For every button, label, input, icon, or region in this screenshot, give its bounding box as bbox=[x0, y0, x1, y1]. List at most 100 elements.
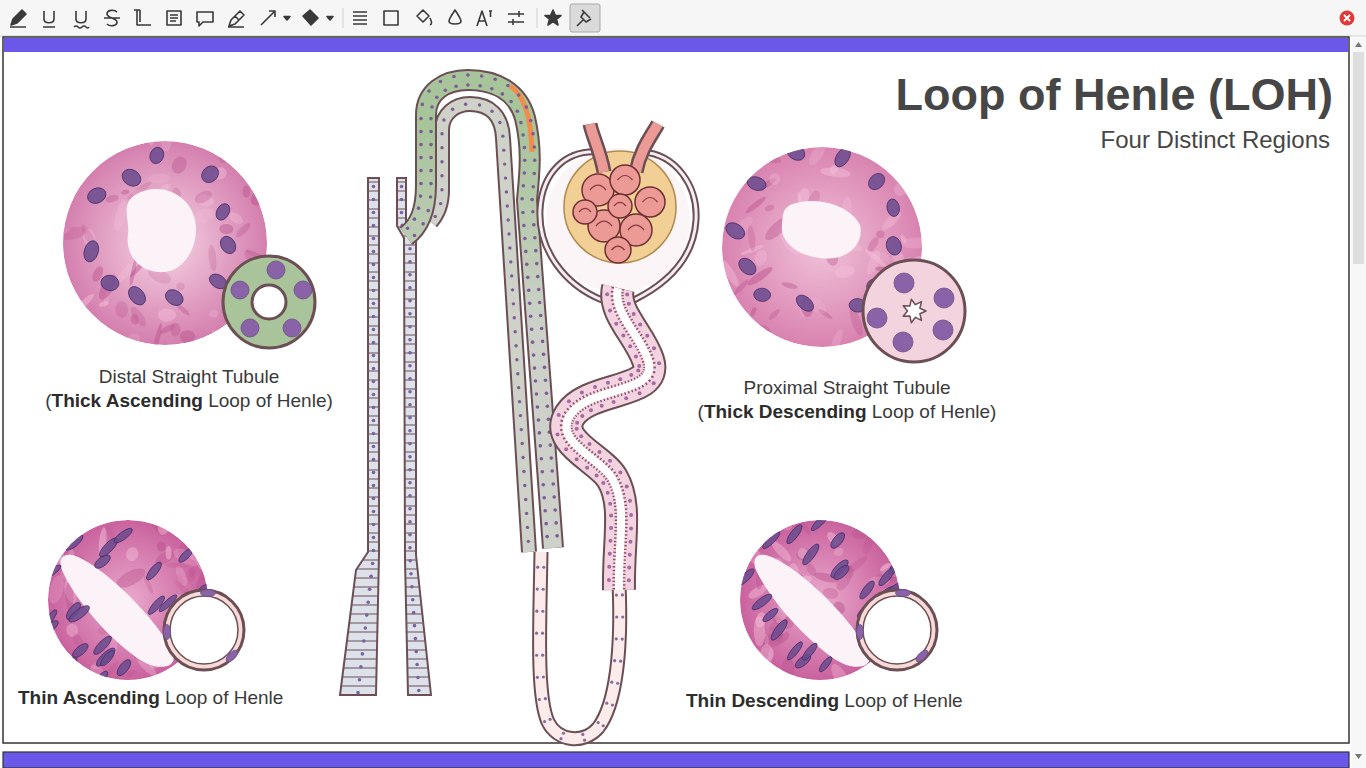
cell-nucleus bbox=[419, 130, 423, 134]
cell-nucleus bbox=[638, 391, 642, 395]
cell-nucleus bbox=[628, 540, 632, 544]
proximal-tubule bbox=[566, 288, 649, 590]
cell-nucleus bbox=[430, 105, 434, 109]
collecting-duct bbox=[330, 667, 440, 668]
cell-nucleus bbox=[761, 606, 780, 623]
cross-section-schematic bbox=[170, 596, 238, 664]
cell-nucleus bbox=[543, 720, 546, 723]
cell-nucleus bbox=[429, 156, 433, 160]
toolbar bbox=[0, 0, 1366, 36]
collecting-duct bbox=[330, 685, 440, 686]
cell-nucleus bbox=[756, 517, 773, 536]
cell-nucleus bbox=[440, 132, 443, 135]
toolbar-icon bbox=[353, 12, 367, 24]
collecting-duct bbox=[330, 469, 440, 470]
cell-nucleus bbox=[532, 185, 536, 189]
proximal-tubule bbox=[566, 288, 649, 590]
collecting-duct bbox=[330, 424, 440, 425]
collecting-duct bbox=[330, 667, 440, 668]
cell-nucleus bbox=[406, 226, 410, 230]
collecting-duct bbox=[330, 532, 440, 533]
cell-nucleus bbox=[536, 405, 540, 409]
collecting-duct bbox=[330, 523, 440, 524]
tissue-texture bbox=[781, 658, 795, 680]
cell-nucleus bbox=[177, 547, 195, 565]
collecting-duct bbox=[330, 298, 440, 299]
cell-nucleus bbox=[213, 201, 232, 222]
collecting-duct bbox=[330, 415, 440, 416]
cell-nucleus bbox=[100, 274, 120, 292]
cell-nucleus bbox=[832, 145, 854, 169]
cell-nucleus bbox=[98, 649, 116, 668]
cell-nucleus bbox=[267, 261, 285, 279]
cell-nucleus bbox=[865, 170, 888, 193]
cell-nucleus bbox=[621, 615, 624, 618]
tissue-texture bbox=[82, 159, 98, 175]
cell-nucleus bbox=[372, 497, 376, 501]
cell-nucleus bbox=[552, 495, 556, 499]
tissue-texture bbox=[193, 188, 214, 206]
cell-nucleus bbox=[372, 445, 376, 449]
cell-nucleus bbox=[884, 235, 904, 257]
cell-nucleus bbox=[148, 145, 166, 165]
cell-nucleus bbox=[618, 377, 622, 381]
cross-section-schematic bbox=[164, 590, 245, 671]
cell-nucleus bbox=[532, 223, 536, 227]
collecting-duct bbox=[330, 397, 440, 398]
cell-nucleus bbox=[628, 553, 632, 557]
cell-nucleus bbox=[413, 234, 417, 238]
collecting-duct bbox=[330, 262, 440, 263]
cell-nucleus bbox=[857, 625, 864, 640]
cell-nucleus bbox=[434, 215, 437, 218]
cell-nucleus bbox=[543, 509, 547, 513]
cell-nucleus bbox=[522, 470, 525, 473]
cell-nucleus bbox=[372, 185, 376, 189]
cell-nucleus bbox=[408, 377, 412, 381]
cell-nucleus bbox=[735, 567, 756, 588]
cell-nucleus bbox=[478, 84, 482, 88]
cell-nucleus bbox=[585, 466, 589, 470]
cell-nucleus bbox=[231, 281, 249, 299]
cell-nucleus bbox=[372, 393, 376, 397]
collecting-duct bbox=[330, 496, 440, 497]
cell-nucleus bbox=[408, 338, 412, 342]
cell-nucleus bbox=[363, 626, 367, 630]
cell-nucleus bbox=[429, 143, 433, 147]
cell-nucleus bbox=[442, 118, 445, 121]
cell-nucleus bbox=[439, 202, 442, 205]
cell-nucleus bbox=[534, 379, 538, 383]
cell-nucleus bbox=[535, 654, 538, 657]
collecting-duct bbox=[330, 604, 440, 605]
cell-nucleus bbox=[519, 414, 522, 417]
cell-nucleus bbox=[466, 83, 470, 87]
cell-nucleus bbox=[478, 103, 481, 106]
cell-nucleus bbox=[541, 610, 544, 613]
cell-nucleus bbox=[580, 414, 584, 418]
cell-nucleus bbox=[414, 637, 418, 641]
tissue-texture bbox=[171, 545, 202, 570]
tissue-texture bbox=[892, 510, 901, 532]
collecting-duct bbox=[397, 178, 431, 695]
cell-nucleus bbox=[408, 481, 412, 485]
collecting-duct bbox=[330, 316, 440, 317]
cell-nucleus bbox=[629, 513, 633, 517]
tissue-texture bbox=[749, 306, 757, 317]
cell-nucleus bbox=[368, 587, 372, 591]
cell-nucleus bbox=[372, 549, 376, 553]
text-run: Thick Descending bbox=[704, 401, 867, 422]
toolbar-icon bbox=[303, 10, 318, 25]
cell-nucleus bbox=[546, 404, 550, 408]
bowman-capsule bbox=[540, 152, 696, 300]
cell-nucleus bbox=[583, 739, 586, 742]
tissue-texture bbox=[216, 145, 237, 166]
distal-tubule bbox=[406, 73, 559, 548]
tissue-texture bbox=[767, 307, 781, 321]
cell-nucleus bbox=[408, 546, 412, 550]
text-run: Loop of Henle bbox=[160, 687, 284, 708]
collecting-duct bbox=[330, 280, 440, 281]
cross-section-schematic bbox=[863, 596, 931, 664]
cell-nucleus bbox=[419, 169, 423, 173]
tubule-lumen bbox=[782, 201, 861, 259]
cell-nucleus bbox=[518, 400, 521, 403]
collecting-duct bbox=[330, 406, 440, 407]
